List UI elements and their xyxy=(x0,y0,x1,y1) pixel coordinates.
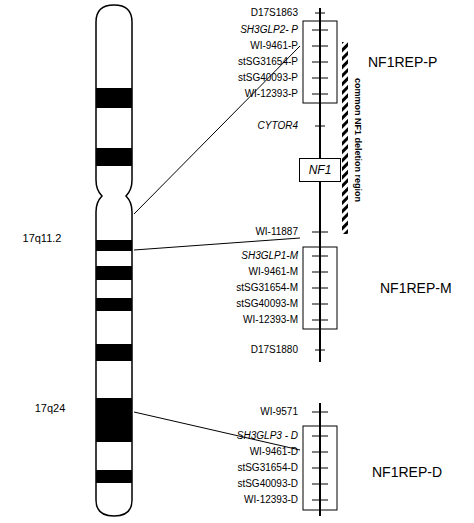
chromosome-outline xyxy=(96,5,132,516)
leader-line xyxy=(134,412,300,450)
marker-label: stSG31654-P xyxy=(238,56,298,68)
marker-tick xyxy=(312,412,328,413)
band-label: 17q24 xyxy=(35,402,66,414)
marker-label: stSG40093-P xyxy=(238,72,298,84)
repeat-box xyxy=(303,426,337,510)
marker-label: D17S1863 xyxy=(251,7,298,19)
marker-tick xyxy=(315,350,325,351)
marker-label: CYTOR4 xyxy=(258,120,298,132)
marker-label: WI-9461-P xyxy=(250,40,298,52)
marker-label: WI-11887 xyxy=(255,226,298,238)
marker-tick xyxy=(312,256,328,257)
marker-ticks xyxy=(312,13,328,500)
marker-label: stSG31654-M xyxy=(236,282,298,294)
gene-name: NF1 xyxy=(309,163,332,177)
repeat-box xyxy=(303,247,337,329)
repeat-label: NF1REP-D xyxy=(372,464,442,480)
marker-tick xyxy=(312,436,328,437)
repeat-label: NF1REP-P xyxy=(368,54,437,70)
marker-tick xyxy=(312,78,328,79)
marker-tick xyxy=(312,62,328,63)
marker-label: WI-12393-D xyxy=(244,494,298,506)
marker-tick xyxy=(312,46,328,47)
marker-label: SH3GLP1-M xyxy=(241,250,298,262)
marker-label: WI-9461-M xyxy=(249,266,298,278)
marker-tick xyxy=(312,232,328,233)
marker-label: WI-9461-D xyxy=(250,446,298,458)
marker-label: WI-9571 xyxy=(260,406,298,418)
marker-tick xyxy=(312,452,328,453)
marker-tick xyxy=(315,126,325,127)
marker-tick xyxy=(312,468,328,469)
leader-line xyxy=(134,46,300,214)
marker-label: stSG40093-M xyxy=(236,298,298,310)
marker-label: D17S1880 xyxy=(251,344,298,356)
marker-tick xyxy=(312,288,328,289)
marker-tick xyxy=(315,13,325,14)
marker-tick xyxy=(312,94,328,95)
repeat-label: NF1REP-M xyxy=(380,280,452,296)
region-label: common NF1 deletion region xyxy=(352,78,364,202)
marker-label: SH3GLP3 - D xyxy=(237,430,298,442)
marker-tick xyxy=(312,484,328,485)
marker-label: stSG31654-D xyxy=(237,462,298,474)
map-line xyxy=(319,8,321,362)
gene-box: NF1 xyxy=(299,158,341,182)
deletion-bar xyxy=(342,42,348,234)
marker-label: WI-12393-P xyxy=(245,88,298,100)
marker-tick xyxy=(312,272,328,273)
band-label: 17q11.2 xyxy=(23,232,62,244)
marker-tick xyxy=(312,30,328,31)
leader-line xyxy=(134,238,300,250)
marker-tick xyxy=(312,320,328,321)
marker-label: stSG40093-D xyxy=(237,478,298,490)
repeat-box xyxy=(303,21,337,103)
marker-tick xyxy=(312,500,328,501)
marker-tick xyxy=(312,304,328,305)
marker-label: SH3GLP2- P xyxy=(240,24,298,36)
map-line xyxy=(319,403,321,516)
marker-label: WI-12393-M xyxy=(243,314,298,326)
